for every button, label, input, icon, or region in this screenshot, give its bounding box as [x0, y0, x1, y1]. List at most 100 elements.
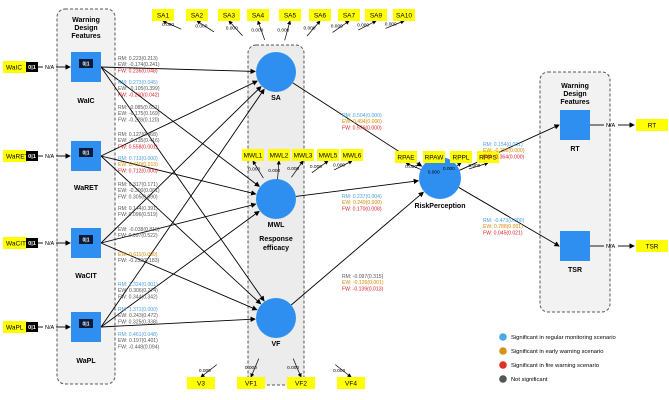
right-group-title-2: Design	[563, 91, 586, 98]
rp-indicator-loading-2: 0.000	[443, 166, 455, 172]
sa-indicator-link-7	[358, 20, 377, 31]
coef-waret_vf-1: EW: -0.300(0.061)	[118, 188, 160, 194]
coef-wacit_sa-0: RM: 0.144(0.391)	[118, 206, 158, 212]
coef-mwl_rp-1: EW: 0.249(0.000)	[342, 200, 382, 206]
path-waic-sa	[100, 66, 256, 74]
coef-wapl_mwl-0: RM: 1.371(0.000)	[118, 307, 158, 313]
coef-rp_rt-0: RM: 0.154(0.031)	[483, 142, 523, 148]
coef-waic_mwl-0: RM: 0.273(0.045)	[118, 80, 158, 86]
coef-rp_rt-2: FW: -0.364(0.000)	[483, 154, 525, 160]
labels-layer: 0.000 0.000 0.000 0.000 0.000 0.000 0.000 0.000…	[118, 22, 525, 374]
vf-indicator-loading-2: 0.000	[287, 365, 299, 371]
legend-marker-2	[499, 361, 507, 369]
sa-indicator-link-0	[162, 20, 182, 30]
coef-vf_rp-0: RM: -0.097(0.315)	[342, 274, 384, 280]
mwl-indicator-tag-2	[292, 149, 314, 161]
rp-indicator-tag-label-1: RPAW	[425, 154, 445, 161]
mwl-indicator-link-0	[252, 160, 264, 179]
output-tag-label-rt: RT	[648, 123, 657, 130]
node-label-wapl: WaPL	[76, 358, 96, 365]
vf-indicator-tag-3	[337, 377, 365, 389]
node-tsr	[560, 231, 590, 261]
sa-indicator-link-1	[196, 20, 214, 33]
output-na-tsr: N/A	[606, 244, 616, 250]
sa-indicator-link-3	[257, 20, 265, 40]
input-na-wacit: N/A	[45, 241, 55, 247]
coef-mwl_rp-0: RM: 0.237(0.004)	[342, 194, 382, 200]
input-tag-wacit	[3, 237, 27, 249]
coef-waret_mwl-1: EW: 0.410(0.013)	[118, 162, 158, 168]
coef-wacit_mwl-0: EW: -0.038(0.819)	[118, 227, 160, 233]
vf-indicator-link-2	[292, 358, 302, 378]
legend-marker-3	[499, 375, 507, 383]
mwl-indicator-tag-label-0: MWL1	[244, 152, 263, 159]
input-tag-label-waic: WaIC	[6, 65, 22, 72]
rp-indicator-loading-3: 0.000	[468, 163, 480, 169]
coef-rp_rt-1: EW: -0.256(0.000)	[483, 148, 525, 154]
center-group-title-1: Response	[259, 236, 293, 243]
sa-indicator-link-2	[228, 20, 243, 36]
coef-waic_mwl-1: EW: -0.105(0.399)	[118, 86, 160, 92]
node-rt	[560, 110, 590, 140]
path-wapl-sa	[100, 88, 265, 328]
vf-indicator-tag-2	[287, 377, 315, 389]
vf-indicator-tag-0	[187, 377, 215, 389]
legend: Significant in regular monitoring scenar…	[499, 333, 616, 383]
node-vf	[256, 298, 296, 338]
mwl-indicator-link-1	[276, 160, 281, 181]
input-na-waic: N/A	[45, 65, 55, 71]
sa-indicator-tag-label-3: SA4	[252, 12, 265, 19]
coef-wacit_sa-1: FW: 0.096(0.519)	[118, 212, 158, 218]
mwl-indicator-tag-label-2: MWL3	[294, 152, 313, 159]
vf-indicator-loading-0: 0.000	[199, 368, 211, 374]
sa-indicator-tag-5	[309, 9, 331, 21]
coef-wapl_mwl-1: EW: 0.243(0.472)	[118, 313, 158, 319]
coef-sa_rp-2: FW: 0.576(0.000)	[342, 125, 382, 131]
mwl-indicator-loading-2: 0.000	[287, 166, 299, 172]
sa-indicator-tag-label-5: SA6	[314, 12, 327, 19]
rp-indicator-tag-label-3: RPPS	[479, 154, 497, 161]
input-value-box-wacit	[26, 238, 38, 248]
node-sa	[256, 52, 296, 92]
path-wacit-vf	[100, 242, 258, 311]
sa-indicator-loading-0: 0.000	[162, 22, 174, 28]
input-tag-label-wacit: WaCIT	[6, 241, 26, 248]
rp-indicator-tag-label-0: RPAE	[397, 154, 415, 161]
center-group-title-2: efficacy	[263, 245, 289, 252]
edges-layer	[38, 20, 635, 378]
coef-waret_sa-2: FW: 0.558(0.001)	[118, 144, 158, 150]
coef-wapl_sa-2: FW: 0.344(0.342)	[118, 294, 158, 300]
input-value-box-wapl	[26, 322, 38, 332]
coef-waret_sa-0: RM: 0.127(0.468)	[118, 132, 158, 138]
input-value-box-waret	[26, 151, 38, 161]
input-value-waret: 0|1	[28, 154, 36, 160]
node-label-vf: VF	[272, 341, 282, 348]
right-group-title-3: Features	[560, 99, 589, 106]
sa-indicator-link-5	[306, 20, 321, 37]
left-group-title-1: Warning	[72, 17, 100, 24]
coef-wapl_vf-2: FW: -0.448(0.094)	[118, 344, 160, 350]
coef-wapl_vf-0: RM: 0.461(0.048)	[118, 332, 158, 338]
coef-waic_mwl-2: FW: -0.260(0.042)	[118, 92, 160, 98]
sa-indicator-loading-4: 0.000	[277, 28, 289, 34]
coef-wacit_vf-1: FW: -0.232(0.183)	[118, 258, 160, 264]
sa-indicator-loading-2: 0.000	[226, 25, 238, 31]
node-label-sa: SA	[271, 95, 281, 102]
path-waret-vf	[100, 155, 262, 305]
coef-waret_mwl-0: RM: 0.713(0.000)	[118, 156, 158, 162]
mwl-indicator-loading-3: 0.000	[310, 164, 322, 170]
coef-wapl_sa-0: RM: 1.324(0.001)	[118, 282, 158, 288]
left-group-title-2: Design	[74, 25, 97, 32]
sa-indicator-tag-8	[393, 9, 415, 21]
vf-indicator-loading-3: 0.000	[333, 368, 345, 374]
path-vf-rp	[290, 191, 424, 306]
right-group-title-1: Warning	[561, 83, 589, 90]
path-wacit-sa	[100, 86, 262, 244]
mwl-indicator-link-2	[291, 160, 304, 178]
node-label-riskperception: RiskPerception	[415, 203, 466, 210]
rp-indicator-tag-3	[477, 151, 499, 163]
path-mwl-rp	[295, 178, 420, 197]
legend-label-3: Not significant	[511, 377, 548, 383]
